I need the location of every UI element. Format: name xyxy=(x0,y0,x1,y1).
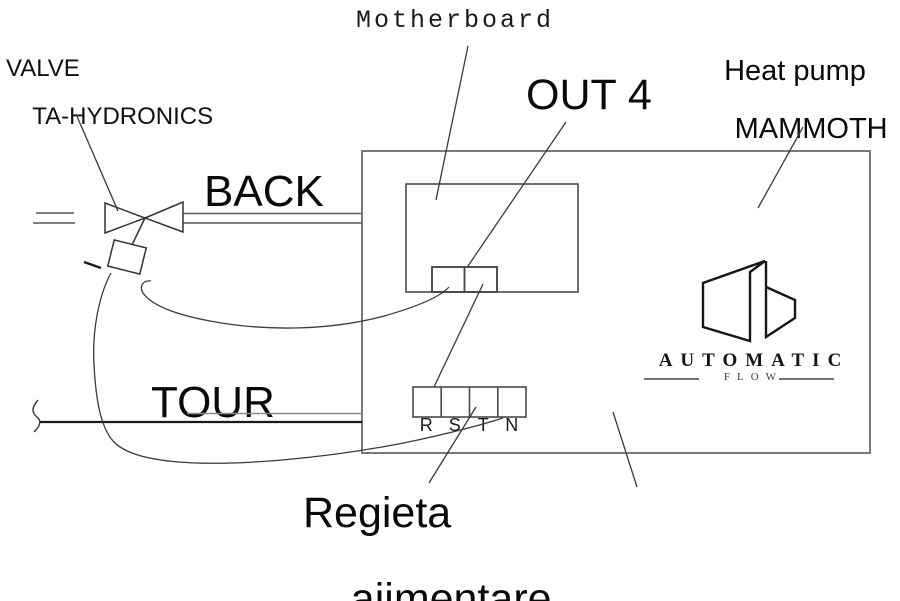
terminal-label-t: T xyxy=(477,415,489,435)
power-supply-label: Regieta aiimentare xyxy=(303,492,552,601)
actuator-to-rstn-wire xyxy=(93,272,504,464)
rstn-terminal-labels: R S T N xyxy=(412,416,526,434)
heat-pump-label-line1: Heat pump xyxy=(724,55,866,87)
out4-label: OUT 4 xyxy=(526,71,652,119)
logo-sub-brand-text: FLOW xyxy=(723,371,784,383)
out4-terminal-block xyxy=(431,266,498,293)
valve-symbol xyxy=(104,200,184,250)
valve-label-line2: TA-HYDRONICS xyxy=(32,103,214,130)
actuator-dash-mark xyxy=(83,260,102,270)
terminal-label-n: N xyxy=(505,415,519,435)
motherboard-label: Motherboard xyxy=(356,6,555,35)
valve-label: VALVE TA-HYDRONICS xyxy=(6,57,213,129)
power-supply-label-line1: Regieta xyxy=(303,489,452,537)
motherboard-leader-line xyxy=(435,45,469,201)
motherboard-box xyxy=(405,183,579,293)
heat-pump-outline-box xyxy=(361,150,871,454)
power-supply-label-line2: aiimentare xyxy=(350,575,552,601)
terminal-label-s: S xyxy=(448,415,461,435)
back-pipe-label: BACK xyxy=(204,167,324,216)
terminal-label-r: R xyxy=(419,415,433,435)
tour-pipe-label: TOUR xyxy=(151,378,275,427)
logo-brand-text: AUTOMATIC xyxy=(658,350,850,371)
rstn-terminal-block xyxy=(412,386,527,418)
valve-actuator xyxy=(106,239,148,275)
out4-to-rstn-wire xyxy=(433,283,484,388)
valve-label-line1: VALVE xyxy=(6,55,80,82)
heat-pump-label-line2: MAMMOTH xyxy=(734,113,888,145)
bottom-right-leader-line xyxy=(612,411,638,488)
pipe-break-squiggle xyxy=(32,399,41,433)
out4-leader-line xyxy=(467,121,567,267)
heat-pump-label: Heat pump MAMMOTH xyxy=(700,57,890,144)
actuator-to-out4-wire xyxy=(140,280,450,329)
automatic-flow-logo-mark-icon xyxy=(701,259,797,343)
